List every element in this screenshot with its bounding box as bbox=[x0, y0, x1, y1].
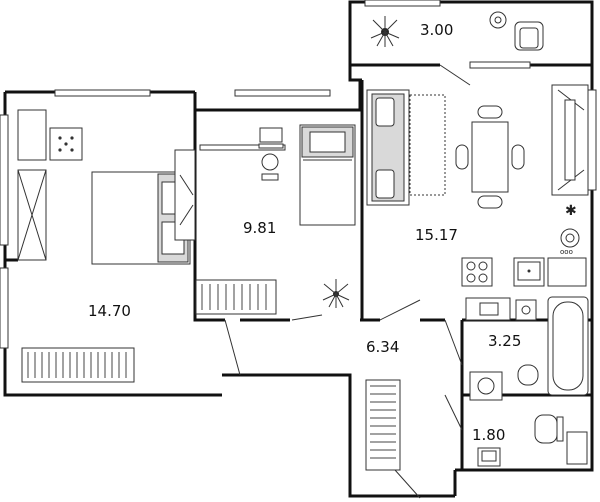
bathtub-icon bbox=[547, 296, 589, 396]
room-area-bedroom-small: 9.81 bbox=[243, 219, 276, 237]
room-area-hallway: 6.34 bbox=[366, 338, 399, 356]
fan-icon: ✱ bbox=[565, 203, 577, 219]
sink-icon bbox=[513, 257, 545, 287]
stove-icon bbox=[461, 257, 493, 287]
hall-wardrobe-icon bbox=[365, 379, 401, 471]
washbasin-cabinet-icon bbox=[465, 297, 511, 321]
cabinet-icon bbox=[566, 431, 588, 465]
wc-icon bbox=[534, 414, 564, 444]
armchair-icon bbox=[514, 21, 544, 51]
washing-machine-corner-icon: ooo bbox=[560, 228, 580, 256]
svg-text:ooo: ooo bbox=[560, 248, 573, 256]
plant-icon bbox=[370, 16, 400, 47]
radiator-icon bbox=[21, 347, 135, 383]
room-area-kitchen-living: 15.17 bbox=[415, 226, 458, 244]
doors bbox=[224, 64, 471, 499]
toilet-room-fixtures bbox=[477, 414, 588, 467]
svg-text:✱: ✱ bbox=[565, 203, 577, 219]
balcony-furniture bbox=[370, 11, 544, 51]
desk-icon bbox=[199, 127, 286, 181]
wardrobe-icon bbox=[17, 109, 47, 261]
room-area-bedroom-large: 14.70 bbox=[88, 302, 131, 320]
kitchen-counter-icon bbox=[551, 84, 589, 196]
room-area-toilet: 1.80 bbox=[472, 426, 505, 444]
washbasin-icon bbox=[515, 299, 537, 321]
outer-walls bbox=[3, 0, 594, 498]
room-area-balcony: 3.00 bbox=[420, 21, 453, 39]
side-table-icon bbox=[489, 11, 507, 29]
bathroom-fixtures bbox=[465, 296, 589, 401]
single-bed-icon bbox=[299, 124, 356, 226]
nightstand-icon bbox=[49, 127, 83, 161]
toilet-icon bbox=[517, 364, 539, 386]
dining-table-icon bbox=[455, 105, 525, 209]
room-area-bathroom: 3.25 bbox=[488, 332, 521, 350]
tv-unit-icon bbox=[174, 149, 196, 241]
wardrobe-small-icon bbox=[195, 279, 277, 315]
washing-machine-icon bbox=[469, 371, 503, 401]
fridge-icon bbox=[547, 257, 587, 287]
small-sink-icon bbox=[477, 447, 501, 467]
plant-small-icon bbox=[322, 279, 350, 308]
sofa-icon bbox=[366, 89, 446, 206]
